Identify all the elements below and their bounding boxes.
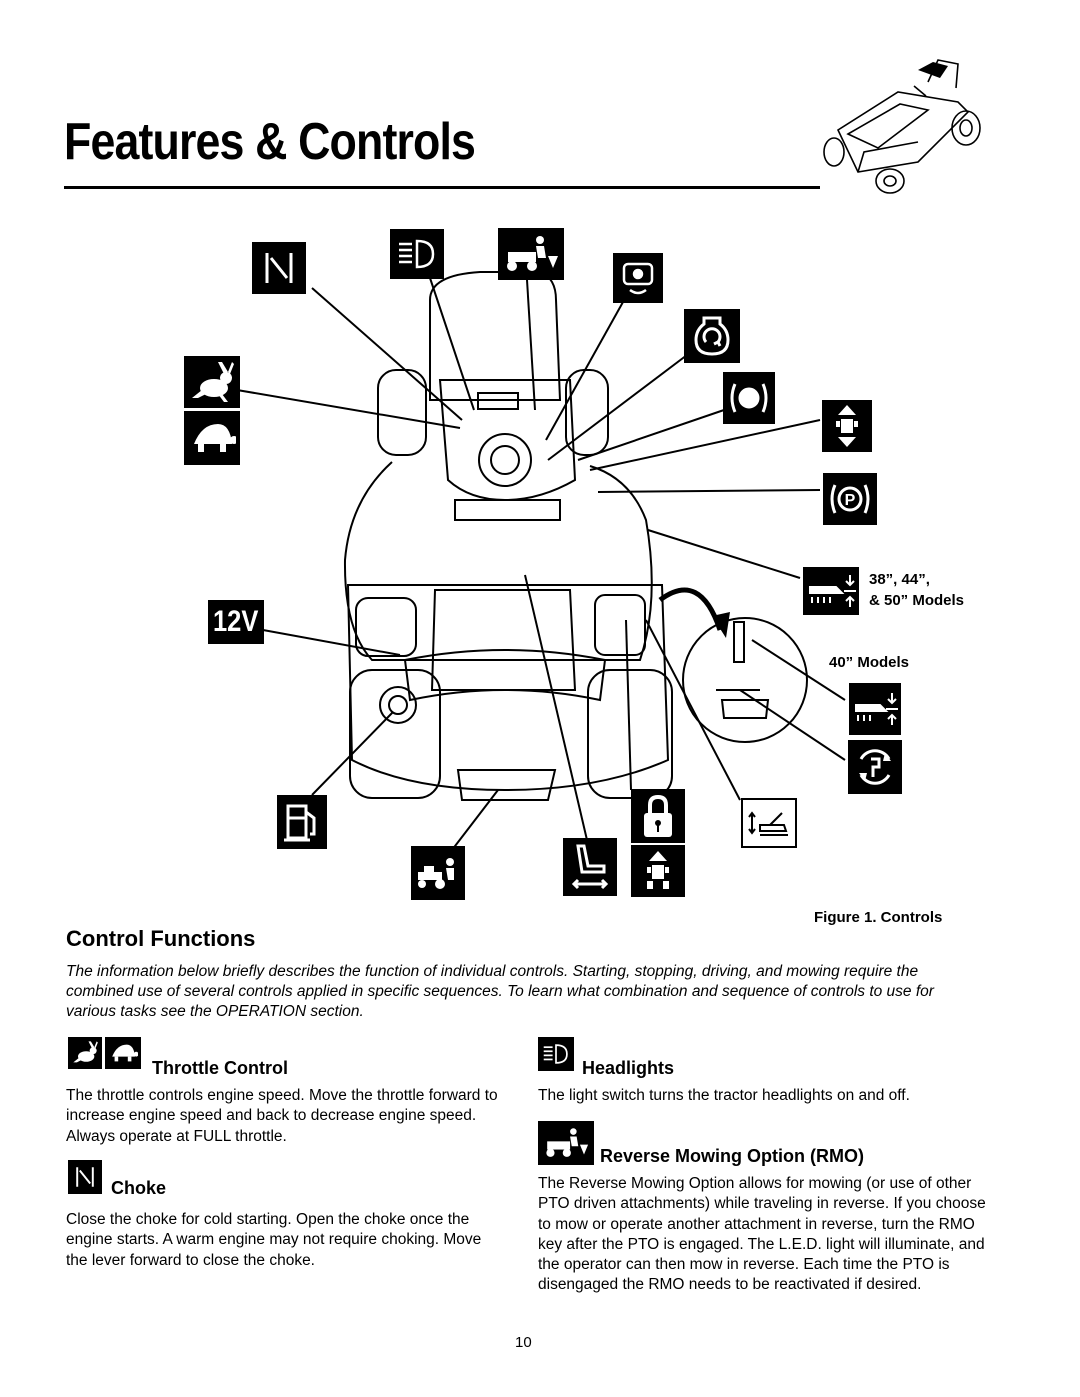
page-title: Features & Controls bbox=[64, 113, 476, 171]
drive-icon bbox=[631, 845, 685, 897]
controls-diagram bbox=[236, 271, 846, 851]
section-heading: Control Functions bbox=[66, 926, 256, 951]
tractor-thumbnail-image bbox=[823, 59, 981, 194]
battery-12v-icon: 12V bbox=[208, 600, 264, 644]
choke-icon bbox=[252, 242, 306, 294]
mower-deck-lift-icon-40 bbox=[849, 683, 901, 735]
models-note-a-line2: & 50” Models bbox=[869, 592, 965, 609]
battery-12v-label: 12V bbox=[213, 605, 259, 638]
choke-heading: Choke bbox=[111, 1178, 167, 1198]
rmo-body: The Reverse Mowing Option allows for mow… bbox=[538, 1175, 986, 1294]
choke-body: Close the choke for cold starting. Open … bbox=[66, 1211, 482, 1269]
models-note-b: 40” Models bbox=[829, 654, 910, 671]
lock-icon bbox=[631, 789, 685, 843]
rabbit-icon bbox=[184, 356, 240, 408]
svg-text:P: P bbox=[845, 492, 856, 509]
parking-brake-icon: P bbox=[823, 473, 877, 525]
rmo-heading: Reverse Mowing Option (RMO) bbox=[600, 1146, 865, 1166]
ignition-icon bbox=[613, 253, 663, 303]
engine-icon bbox=[684, 309, 740, 363]
rmo-key-icon bbox=[848, 740, 902, 794]
throttle-body: The throttle controls engine speed. Move… bbox=[66, 1087, 498, 1145]
choke-icon-small bbox=[68, 1160, 102, 1194]
travel-direction-icon bbox=[822, 400, 872, 452]
mower-deck-lift-icon bbox=[803, 567, 859, 615]
headlights-body: The light switch turns the tractor headl… bbox=[538, 1087, 910, 1104]
models-note-a-line1: 38”, 44”, bbox=[869, 571, 930, 588]
tractor-mower-icon bbox=[411, 846, 465, 900]
headlight-icon-small bbox=[538, 1037, 574, 1071]
rabbit-icon-small bbox=[68, 1037, 102, 1069]
headlights-heading: Headlights bbox=[582, 1058, 675, 1078]
intro-paragraph: The information below briefly describes … bbox=[66, 963, 934, 1020]
seat-adjust-icon bbox=[563, 838, 617, 896]
fuel-icon bbox=[277, 795, 327, 849]
throttle-heading: Throttle Control bbox=[152, 1058, 288, 1078]
page-number: 10 bbox=[515, 1334, 532, 1351]
pto-icon bbox=[723, 372, 775, 424]
rmo-icon-small bbox=[538, 1121, 594, 1165]
title-rule bbox=[64, 186, 820, 189]
turtle-icon-small bbox=[105, 1037, 141, 1069]
deck-height-icon bbox=[741, 798, 797, 848]
figure-caption: Figure 1. Controls bbox=[814, 909, 943, 926]
headlight-icon bbox=[390, 229, 444, 279]
turtle-icon bbox=[184, 411, 240, 465]
rmo-icon bbox=[498, 228, 564, 280]
